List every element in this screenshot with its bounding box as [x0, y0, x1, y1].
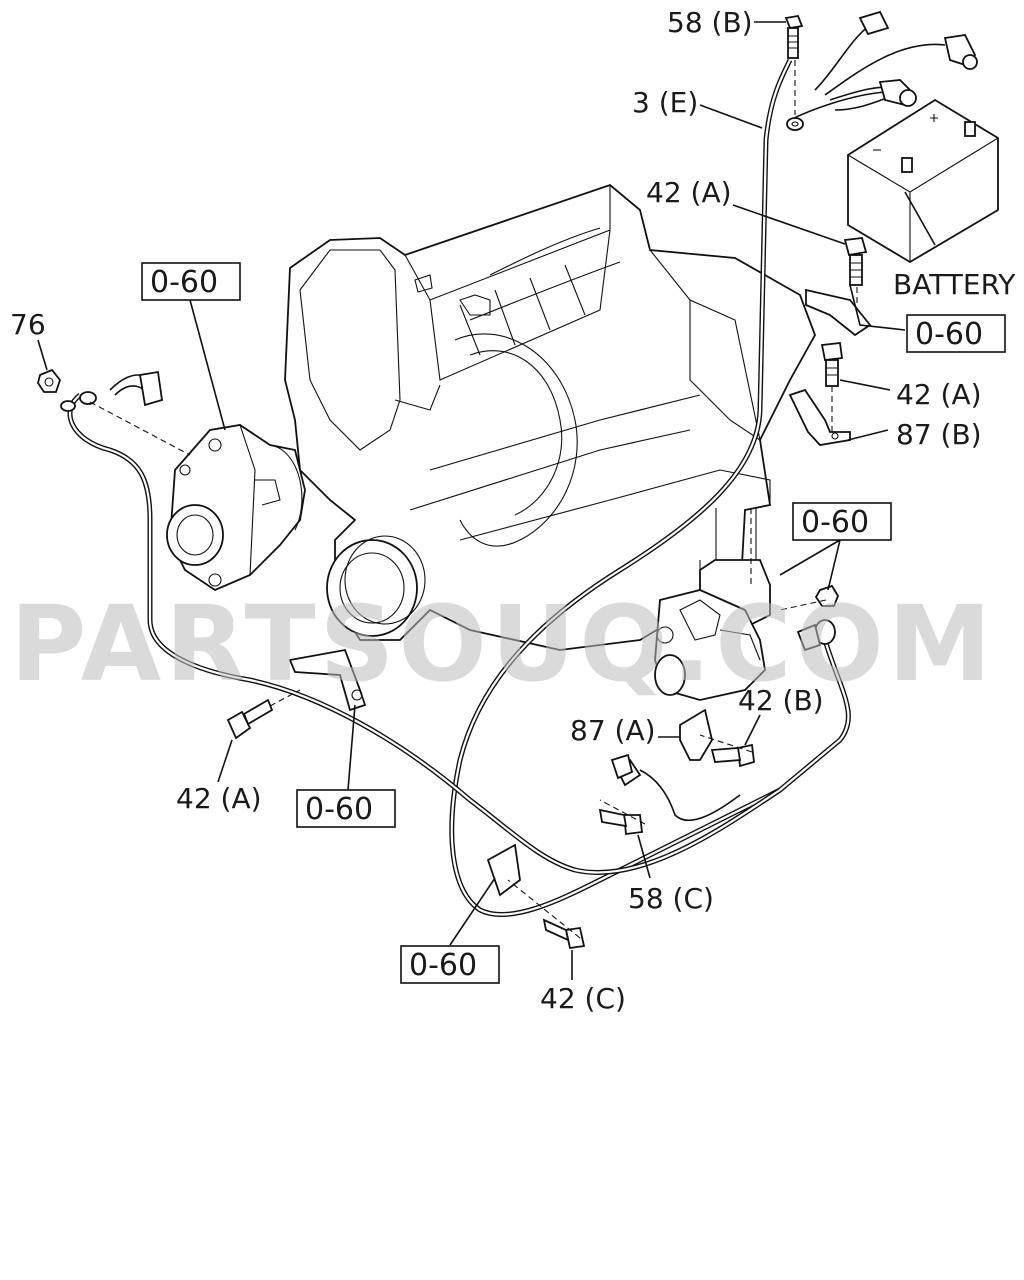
engine-block [284, 183, 816, 651]
ref-box-starter[interactable]: 0-60 [792, 502, 892, 541]
bolt-42b [710, 743, 755, 768]
watermark: PARTSOUQ.COM [10, 583, 995, 705]
starter-terminal [610, 619, 836, 780]
label-87a: 87 (A) [570, 714, 656, 747]
ref-box-alternator[interactable]: 0-60 [141, 262, 241, 301]
starter-motor [654, 508, 771, 701]
label-42a-left: 42 (A) [176, 782, 262, 815]
ref-box-left-bracket[interactable]: 0-60 [296, 789, 396, 828]
bolt-42a-right [820, 342, 844, 387]
label-58b: 58 (B) [667, 6, 753, 39]
label-battery: BATTERY [893, 268, 1016, 301]
ref-box-bottom-bracket[interactable]: 0-60 [400, 945, 500, 984]
bracket-87b [788, 388, 851, 446]
ref-box-starter-text: 0-60 [801, 505, 869, 540]
label-42a-top: 42 (A) [646, 176, 732, 209]
bracket-battery [805, 288, 872, 337]
alternator-terminal [60, 370, 164, 412]
ref-box-battery-text: 0-60 [915, 317, 983, 352]
ref-box-bottom-bracket-text: 0-60 [409, 948, 477, 983]
label-76: 76 [10, 308, 46, 341]
label-42c: 42 (C) [540, 982, 626, 1015]
bolt-42a-top [843, 237, 868, 286]
bolt-58b [784, 14, 804, 59]
leader-lines [37, 21, 936, 980]
label-42b: 42 (B) [738, 684, 824, 717]
battery-terminals [786, 10, 978, 131]
bolt-42c [542, 918, 586, 950]
bracket-bottom [486, 843, 521, 897]
cable-harness [67, 24, 946, 917]
dashed-lines [89, 60, 858, 939]
ref-box-alternator-text: 0-60 [150, 265, 218, 300]
ref-box-battery[interactable]: 0-60 [906, 314, 1006, 353]
nut-76 [37, 368, 62, 393]
battery [847, 98, 999, 264]
label-3e: 3 (E) [632, 86, 698, 119]
bolt-58c [598, 808, 643, 836]
label-42a-right: 42 (A) [896, 378, 982, 411]
bracket-87a [679, 708, 713, 761]
bolt-42a-left [226, 698, 274, 740]
label-87b: 87 (B) [896, 418, 982, 451]
ref-box-left-bracket-text: 0-60 [305, 792, 373, 827]
bracket-left [288, 648, 367, 712]
alternator [166, 424, 306, 592]
label-58c: 58 (C) [628, 882, 714, 915]
